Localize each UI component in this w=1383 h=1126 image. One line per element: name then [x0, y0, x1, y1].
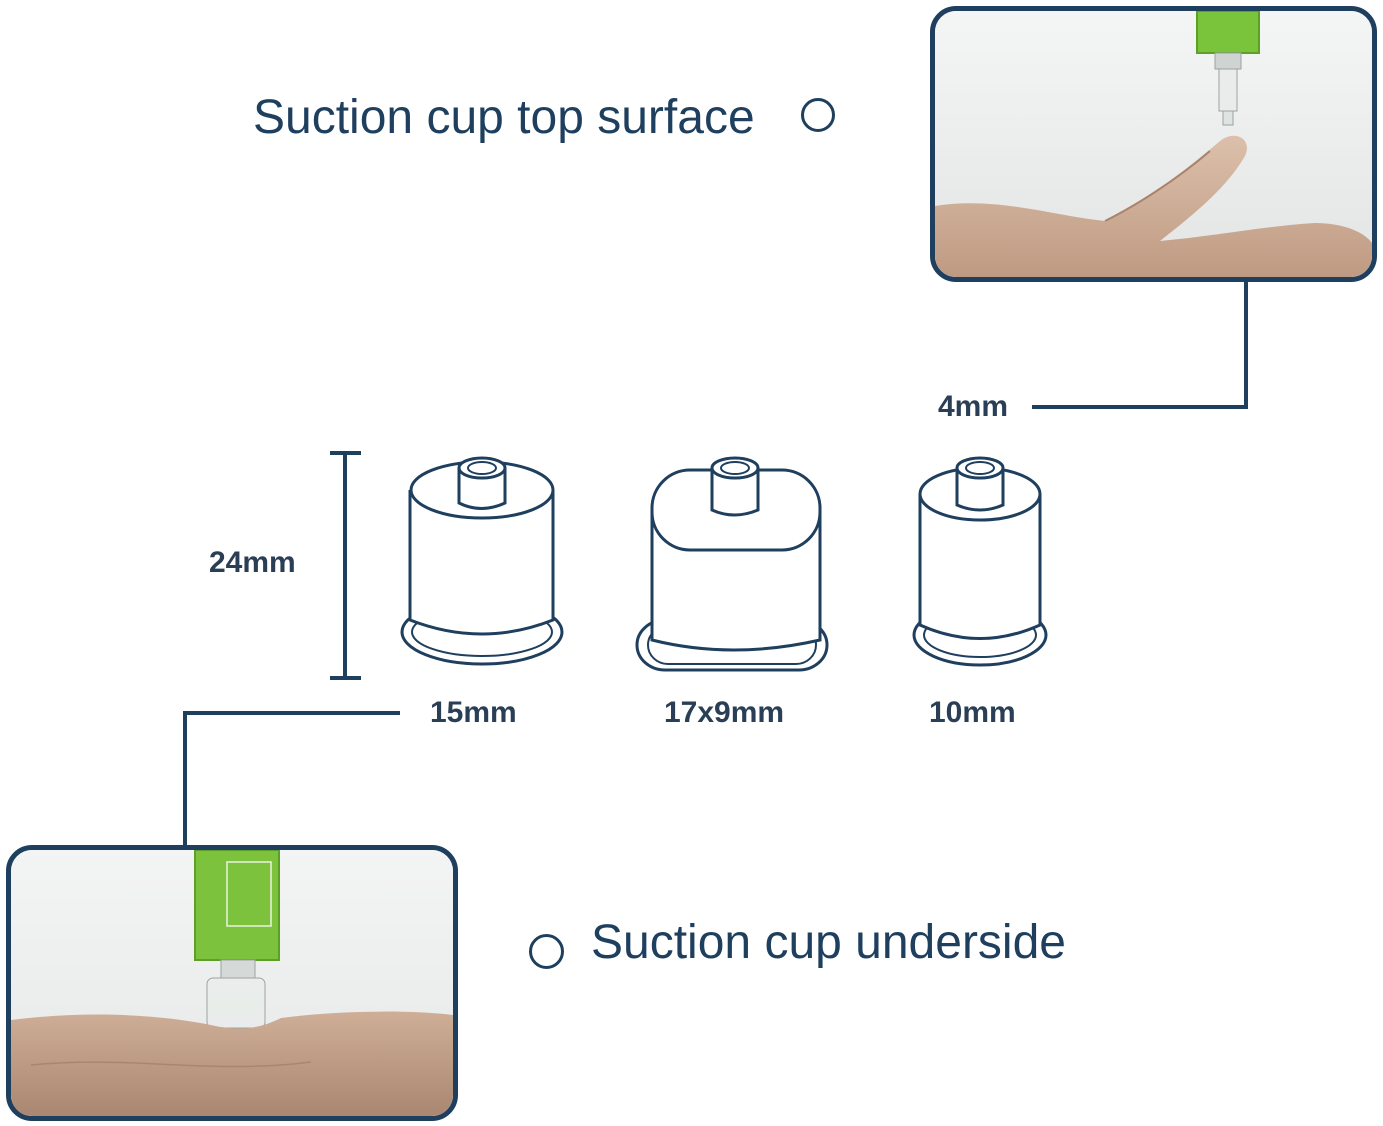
finger-nozzle-illustration [935, 11, 1372, 277]
top-surface-marker-icon [801, 98, 835, 132]
top-surface-label: Suction cup top surface [253, 91, 755, 144]
cup-round-large [400, 456, 564, 666]
height-dimension-label: 24mm [209, 546, 296, 579]
arm-device-illustration [11, 850, 453, 1116]
underside-label: Suction cup underside [591, 916, 1066, 969]
top-surface-photo [930, 6, 1377, 282]
nozzle-dimension-label: 4mm [938, 390, 1009, 423]
underside-photo [6, 845, 458, 1121]
cup-round-small [912, 456, 1048, 667]
cup-oval [635, 456, 829, 672]
cup-size-label-round-large: 15mm [430, 696, 517, 729]
cup-size-label-oval: 17x9mm [664, 696, 785, 729]
cup-size-label-round-small: 10mm [929, 696, 1016, 729]
underside-marker-icon [529, 934, 564, 969]
